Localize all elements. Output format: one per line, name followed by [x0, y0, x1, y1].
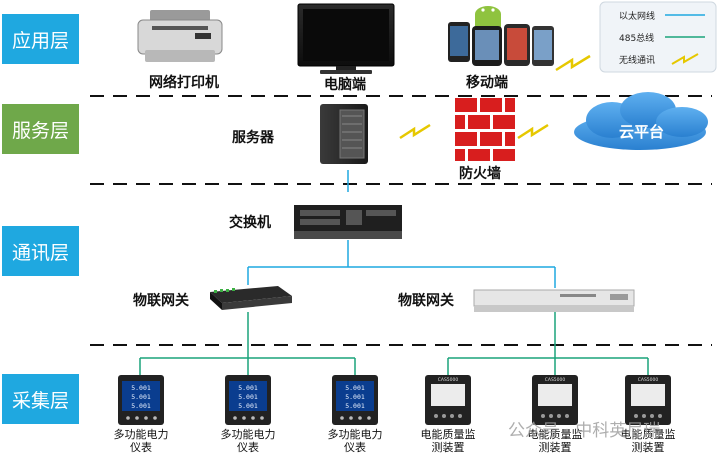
- layer-label-service: 服务层: [2, 104, 79, 154]
- meter-readings: 5.001 5.001 5.001 5.001 5.001 5.001 5.00…: [131, 384, 365, 410]
- meter-2-body: [225, 375, 271, 425]
- watermark: 公众号 · 中科英尼瑞: [508, 421, 661, 441]
- mobile-label: 移动端: [466, 75, 508, 91]
- android-icon: [475, 6, 501, 28]
- legend: [599, 1, 717, 73]
- wireless-signals: [399, 54, 591, 140]
- meter-1-reading-1: 5.001: [131, 384, 151, 392]
- pq-monitor-1-body: [425, 375, 471, 425]
- layer-separators: [90, 95, 712, 346]
- wireless-bolt-mobile: [555, 54, 591, 72]
- pq-monitor-2-body: [532, 375, 578, 425]
- gateway-right-label: 物联网关: [398, 293, 454, 309]
- firewall-icon: [455, 98, 515, 161]
- network-switch-icon: [294, 205, 402, 239]
- server-tower-icon: [320, 104, 368, 164]
- firewall-label: 防火墙: [459, 166, 501, 182]
- gateway-left-label: 物联网关: [133, 293, 189, 309]
- meter-2-reading-2: 5.001: [238, 393, 258, 401]
- meter-3-reading-1: 5.001: [345, 384, 365, 392]
- meter-1-label: 多功能电力仪表: [113, 428, 169, 454]
- legend-ethernet-label: 以太网线: [619, 12, 656, 22]
- meter-1-reading-2: 5.001: [131, 393, 151, 401]
- layer-label-comm: 通讯层: [2, 226, 79, 276]
- legend-wireless-label: 无线通讯: [619, 56, 656, 66]
- pq-monitor-3-body: [625, 375, 671, 425]
- printer-icon: [137, 10, 223, 62]
- layer-label-collect: 采集层: [2, 374, 79, 424]
- wireless-bolt-cloud: [517, 123, 549, 140]
- computer-monitor-icon: [297, 3, 395, 74]
- cloud-label: 云平台: [619, 123, 665, 141]
- wireless-bolt-firewall: [399, 123, 431, 140]
- meter-1-body: [118, 375, 164, 425]
- rs485-links: [139, 312, 649, 375]
- legend-485-label: 485总线: [619, 34, 655, 44]
- meter-3-reading-3: 5.001: [345, 402, 365, 410]
- pc-label: 电脑端: [324, 77, 366, 93]
- layer-label-app: 应用层: [2, 14, 79, 64]
- printer-label: 网络打印机: [149, 75, 219, 91]
- cloud-icon: [574, 92, 708, 150]
- meter-1-reading-3: 5.001: [131, 402, 151, 410]
- pq-monitor-2-brand: CAS5000: [545, 377, 566, 383]
- legend-wireless-bolt: [671, 53, 699, 65]
- meter-3-reading-2: 5.001: [345, 393, 365, 401]
- meter-panels: [118, 375, 671, 425]
- pq-monitor-3-brand: CAS5000: [638, 377, 659, 383]
- server-label: 服务器: [232, 130, 274, 146]
- pq-brands: CAS5000 CAS5000 CAS5000: [438, 377, 659, 383]
- meter-2-reading-3: 5.001: [238, 402, 258, 410]
- meter-3-body: [332, 375, 378, 425]
- pq-monitor-3-label: 电能质量监测装置: [620, 428, 676, 454]
- meter-2-reading-1: 5.001: [238, 384, 258, 392]
- gateway-left-icon: [210, 286, 292, 310]
- gateway-right-icon: [473, 289, 635, 312]
- ethernet-links: [247, 170, 556, 288]
- pq-monitor-1-label: 电能质量监测装置: [420, 428, 476, 454]
- mobile-devices-icon: [448, 6, 554, 66]
- meter-3-label: 多功能电力仪表: [327, 428, 383, 454]
- pq-monitor-1-brand: CAS5000: [438, 377, 459, 383]
- pq-monitor-2-label: 电能质量监测装置: [527, 428, 583, 454]
- legend-box: [599, 1, 717, 73]
- switch-label: 交换机: [229, 215, 271, 231]
- meter-2-label: 多功能电力仪表: [220, 428, 276, 454]
